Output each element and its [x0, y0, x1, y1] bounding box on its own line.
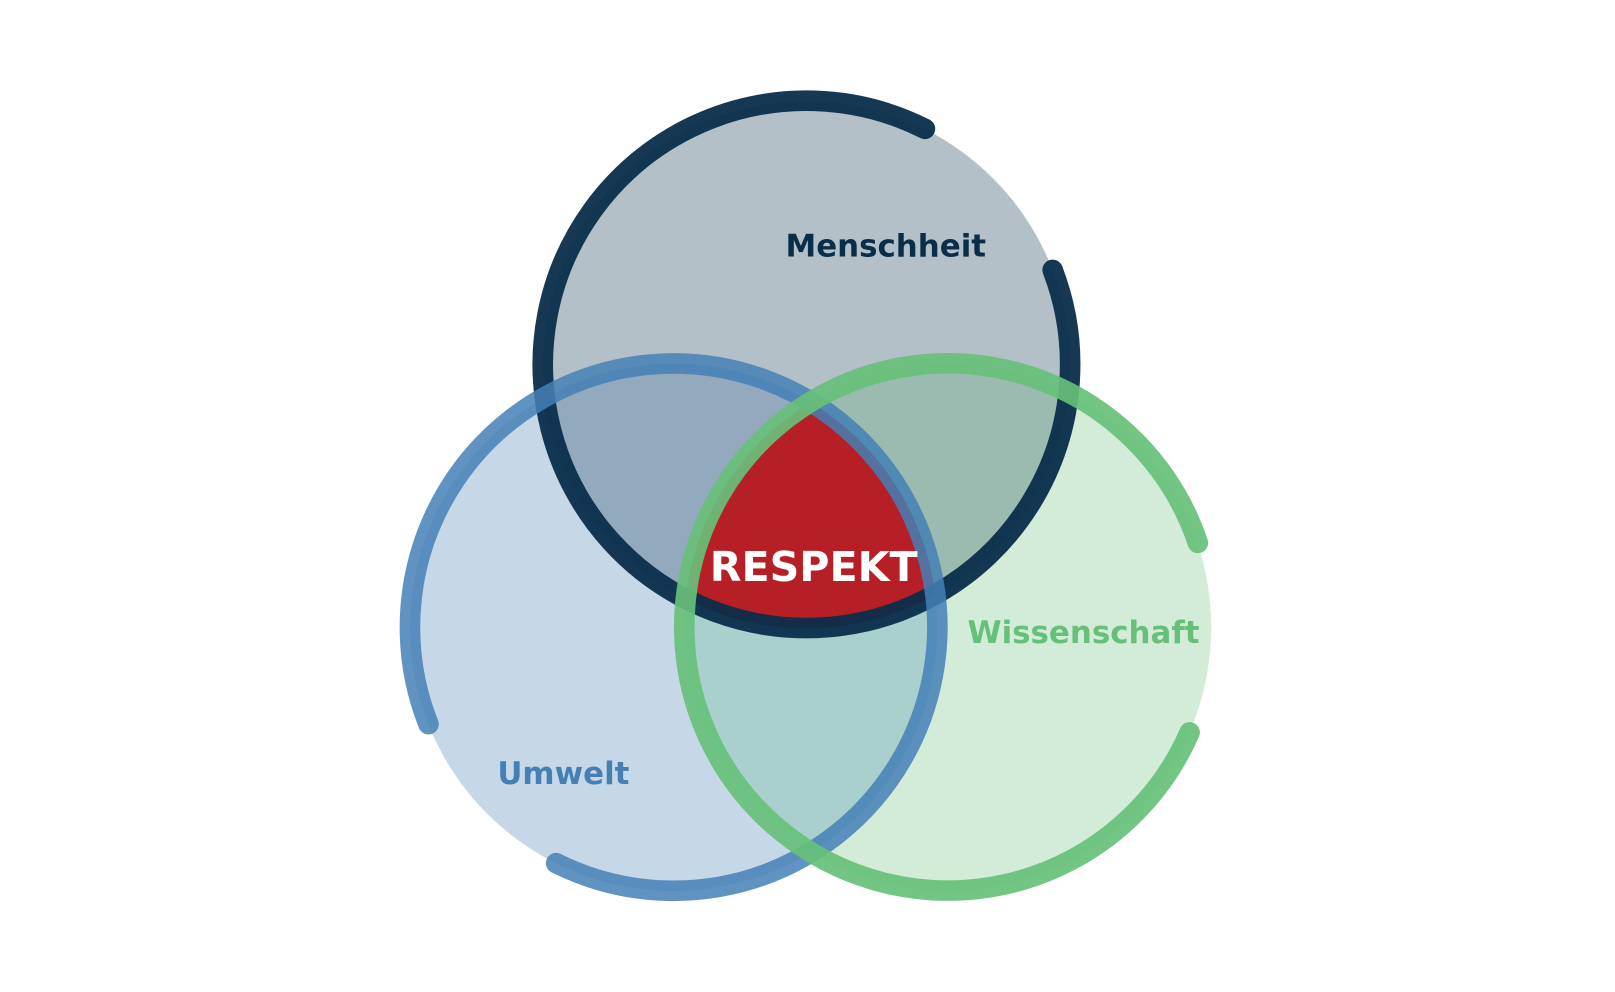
menschheit-ring — [532, 90, 1081, 639]
respekt-region — [683, 363, 938, 629]
wissenschaft-ring — [674, 353, 1209, 901]
umwelt-ring — [399, 353, 948, 902]
respekt-label: RESPEKT — [710, 543, 918, 591]
umwelt-label: Umwelt — [497, 756, 629, 792]
wissenschaft-label: Wissenschaft — [968, 615, 1200, 651]
menschheit-label: Menschheit — [785, 229, 986, 265]
